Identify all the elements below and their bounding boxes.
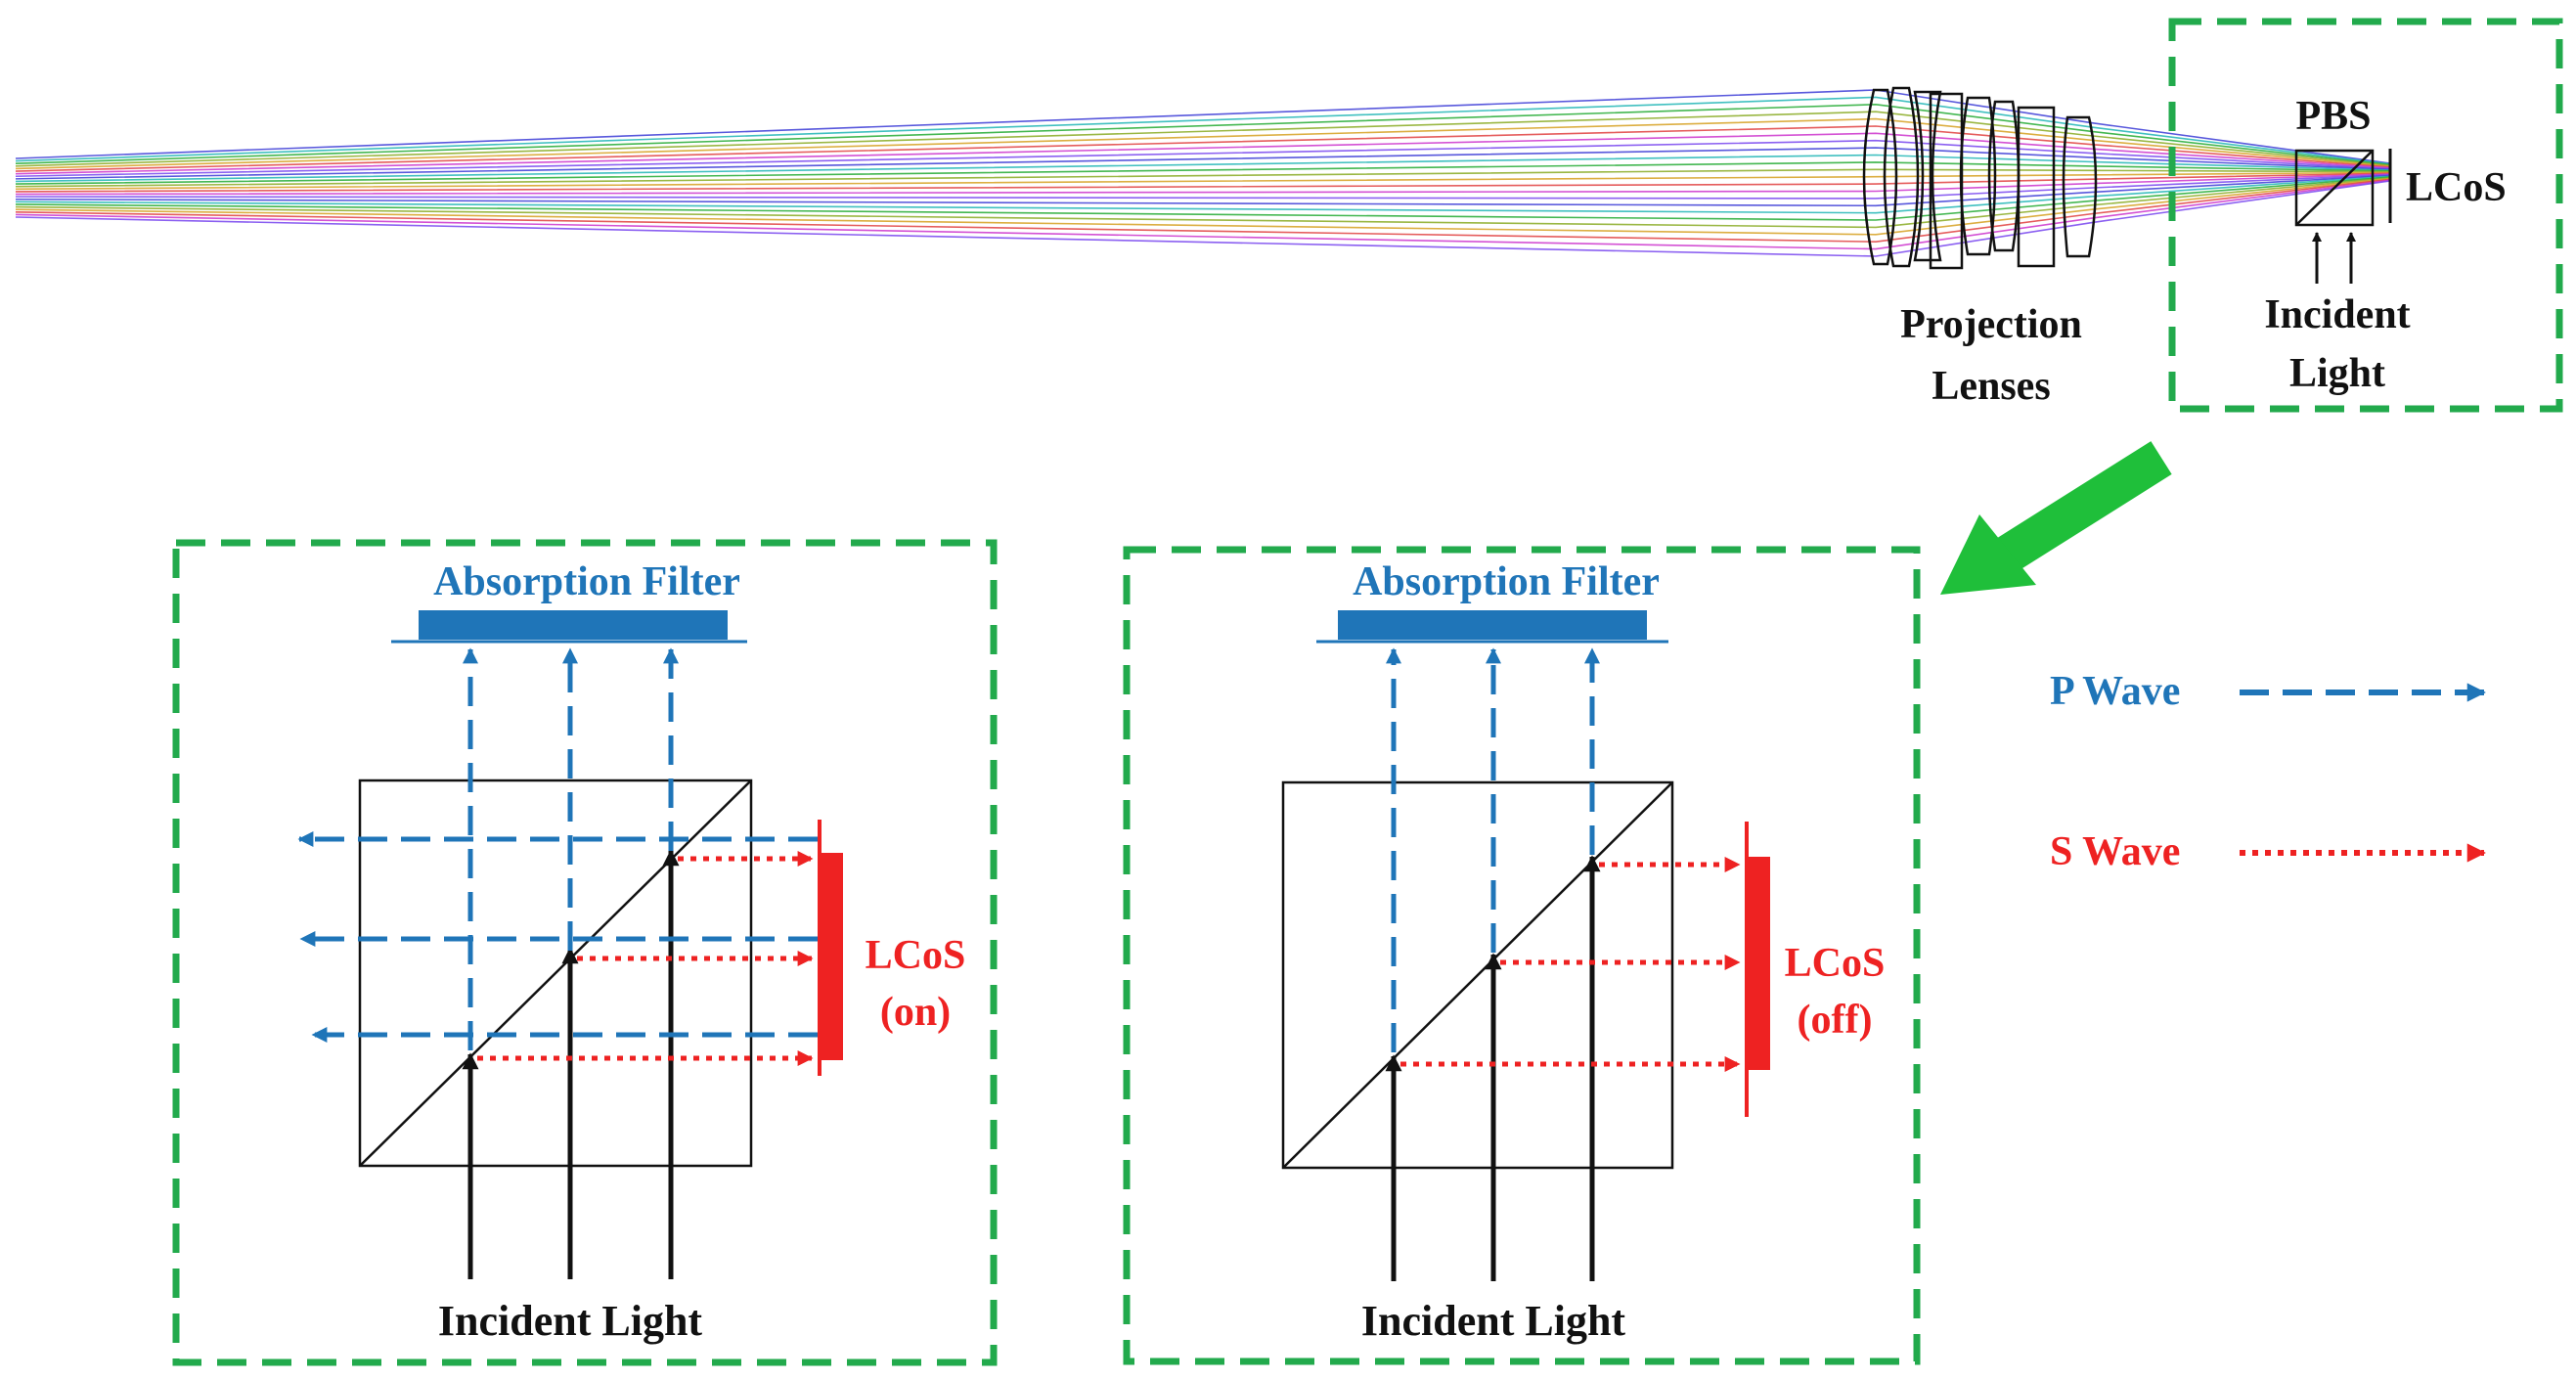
light-ray <box>15 172 2391 193</box>
projection-lenses-label-1: Projection <box>1900 302 2082 347</box>
incident-light-label-off: Incident Light <box>1361 1297 1626 1345</box>
light-ray <box>15 175 2391 214</box>
light-ray <box>15 125 2391 172</box>
incident-light-label-2: Light <box>2289 351 2385 396</box>
light-ray <box>15 173 2391 196</box>
light-ray <box>15 96 2391 165</box>
light-ray <box>15 177 2391 236</box>
light-ray <box>15 89 2391 164</box>
ray-bundle <box>15 89 2391 257</box>
pbs-label: PBS <box>2295 94 2371 139</box>
incident-light-label-1: Incident <box>2264 292 2410 337</box>
legend-p-wave-label: P Wave <box>2050 669 2180 714</box>
light-ray <box>15 161 2391 185</box>
absorption-filter-on <box>419 610 728 640</box>
absorption-filter-label-off: Absorption Filter <box>1353 559 1660 604</box>
lcos-off <box>1747 857 1770 1070</box>
panel-on: Absorption Filter LCoS (on) Incident Lig… <box>172 539 998 1366</box>
legend-s-wave-label: S Wave <box>2050 829 2180 874</box>
light-ray <box>15 139 2391 178</box>
light-ray <box>15 179 2391 250</box>
projection-lenses <box>1862 86 2098 270</box>
lcos-on <box>820 853 843 1060</box>
light-ray <box>15 177 2391 229</box>
light-ray <box>15 103 2391 166</box>
light-ray <box>15 180 2391 257</box>
light-ray <box>15 111 2391 167</box>
lcos-state-on: (on) <box>880 990 951 1035</box>
light-ray <box>15 132 2391 175</box>
light-ray <box>15 174 2391 207</box>
incident-light-label-on: Incident Light <box>438 1297 703 1345</box>
absorption-filter-off <box>1338 610 1647 640</box>
light-ray <box>15 178 2391 244</box>
absorption-filter-label-on: Absorption Filter <box>433 559 740 604</box>
light-ray <box>15 168 2391 188</box>
light-ray <box>15 176 2391 221</box>
lcos-label-off: LCoS <box>1785 941 1886 986</box>
pbs-cube <box>2294 149 2375 227</box>
light-ray <box>15 154 2391 183</box>
legend: P Wave S Wave <box>2050 669 2486 874</box>
top-inset-frame <box>2168 18 2563 413</box>
lcos-label-on: LCoS <box>866 933 966 978</box>
panel-off: Absorption Filter LCoS (off) Incident Li… <box>1123 546 1921 1365</box>
light-ray <box>15 147 2391 180</box>
lcos-label-top: LCoS <box>2406 165 2507 210</box>
light-ray <box>15 173 2391 200</box>
lcos-state-off: (off) <box>1798 998 1873 1043</box>
projection-lenses-label-2: Lenses <box>1932 364 2050 409</box>
light-ray <box>15 117 2391 170</box>
light-ray <box>15 171 2391 191</box>
zoom-arrow <box>1940 441 2172 595</box>
